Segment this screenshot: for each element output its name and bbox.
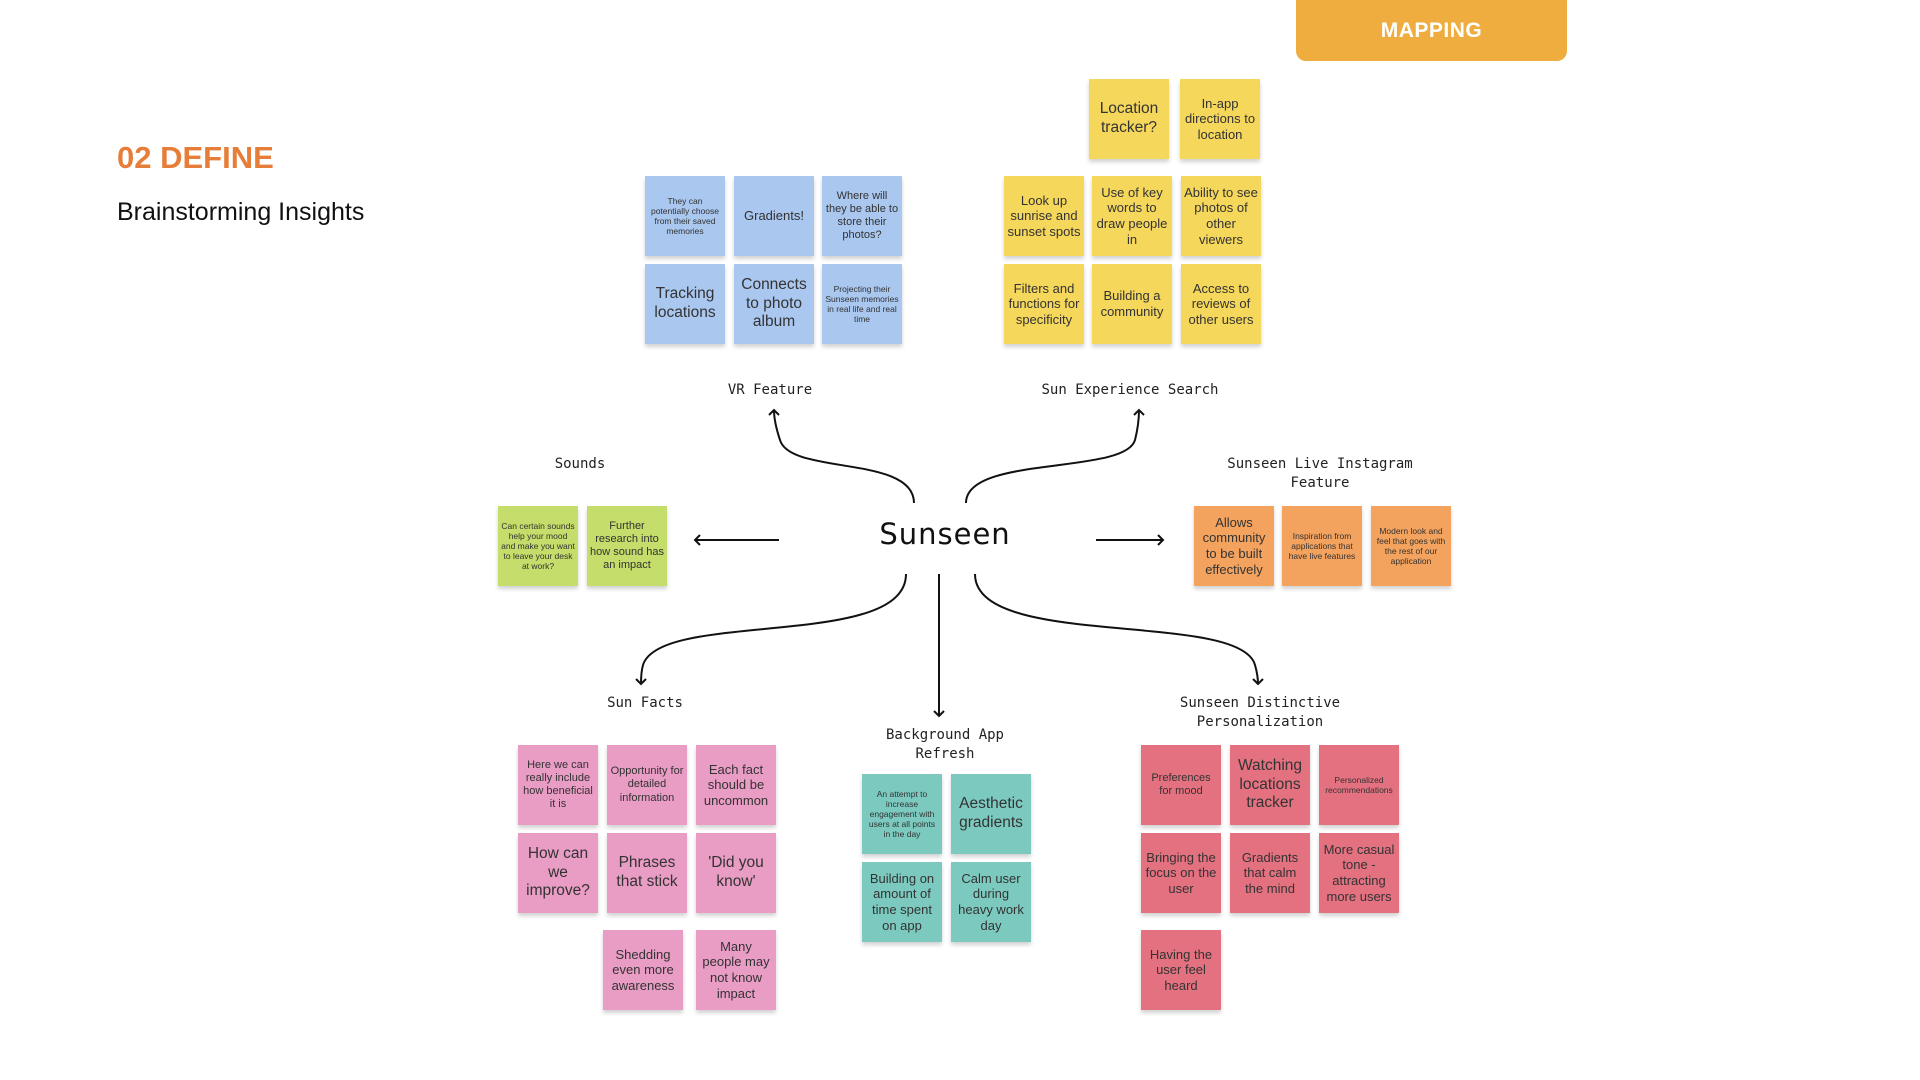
sticky-note: Bringing the focus on the user xyxy=(1141,833,1221,913)
center-title: Sunseen xyxy=(879,517,1011,551)
sticky-note: Ability to see photos of other viewers xyxy=(1181,176,1261,256)
sticky-note: More casual tone - attracting more users xyxy=(1319,833,1399,913)
sticky-note: Gradients that calm the mind xyxy=(1230,833,1310,913)
sticky-note: Further research into how sound has an i… xyxy=(587,506,667,586)
cluster-label-live-instagram: Sunseen Live Instagram Feature xyxy=(1227,456,1413,491)
sticky-note: How can we improve? xyxy=(518,833,598,913)
sticky-note: Here we can really include how beneficia… xyxy=(518,745,598,825)
sticky-note: Phrases that stick xyxy=(607,833,687,913)
cluster-label-background-refresh: Background App Refresh xyxy=(885,727,1004,762)
sticky-note: They can potentially choose from their s… xyxy=(645,176,725,256)
sticky-note: 'Did you know' xyxy=(696,833,776,913)
sticky-note: Where will they be able to store their p… xyxy=(822,176,902,256)
arrow-to-vr-feature xyxy=(768,408,915,504)
sticky-note: Connects to photo album xyxy=(734,264,814,344)
sticky-note: Projecting their Sunseen memories in rea… xyxy=(822,264,902,344)
sticky-note: Building on amount of time spent on app xyxy=(862,862,942,942)
sticky-note: Personalized recommendations xyxy=(1319,745,1399,825)
sticky-note: Many people may not know impact xyxy=(696,930,776,1010)
section-number-title: 02 DEFINE xyxy=(117,140,274,175)
sticky-note: Look up sunrise and sunset spots xyxy=(1004,176,1084,256)
arrow-to-personalization xyxy=(974,573,1264,686)
cluster-label-vr-feature: VR Feature xyxy=(727,382,813,398)
cluster-label-sun-experience-search: Sun Experience Search xyxy=(1041,382,1219,398)
sticky-note: Preferences for mood xyxy=(1141,745,1221,825)
sticky-note: Shedding even more awareness xyxy=(603,930,683,1010)
sticky-note: Calm user during heavy work day xyxy=(951,862,1031,942)
cluster-label-sun-facts: Sun Facts xyxy=(607,695,683,711)
sticky-note: Inspiration from applications that have … xyxy=(1282,506,1362,586)
sticky-note: An attempt to increase engagement with u… xyxy=(862,774,942,854)
sticky-note: Modern look and feel that goes with the … xyxy=(1371,506,1451,586)
sticky-note: Opportunity for detailed information xyxy=(607,745,687,825)
sticky-note: Gradients! xyxy=(734,176,814,256)
section-subtitle: Brainstorming Insights xyxy=(117,198,365,226)
sticky-note: Watching locations tracker xyxy=(1230,745,1310,825)
sticky-note: Use of key words to draw people in xyxy=(1092,176,1172,256)
sticky-note: Can certain sounds help your mood and ma… xyxy=(498,506,578,586)
sticky-note: Allows community to be built effectively xyxy=(1194,506,1274,586)
sticky-note: Each fact should be uncommon xyxy=(696,745,776,825)
sticky-note: In-app directions to location xyxy=(1180,79,1260,159)
sticky-note: Tracking locations xyxy=(645,264,725,344)
mapping-button[interactable]: MAPPING xyxy=(1296,0,1567,61)
arrow-to-sun-facts xyxy=(635,573,907,686)
arrow-to-sun-experience-search xyxy=(965,408,1145,504)
cluster-label-sounds: Sounds xyxy=(554,456,606,472)
cluster-label-personalization: Sunseen Distinctive Personalization xyxy=(1179,695,1341,730)
sticky-note: Aesthetic gradients xyxy=(951,774,1031,854)
sticky-note: Filters and functions for specificity xyxy=(1004,264,1084,344)
sticky-note: Location tracker? xyxy=(1089,79,1169,159)
sticky-note: Access to reviews of other users xyxy=(1181,264,1261,344)
sticky-note: Having the user feel heard xyxy=(1141,930,1221,1010)
sticky-note: Building a community xyxy=(1092,264,1172,344)
